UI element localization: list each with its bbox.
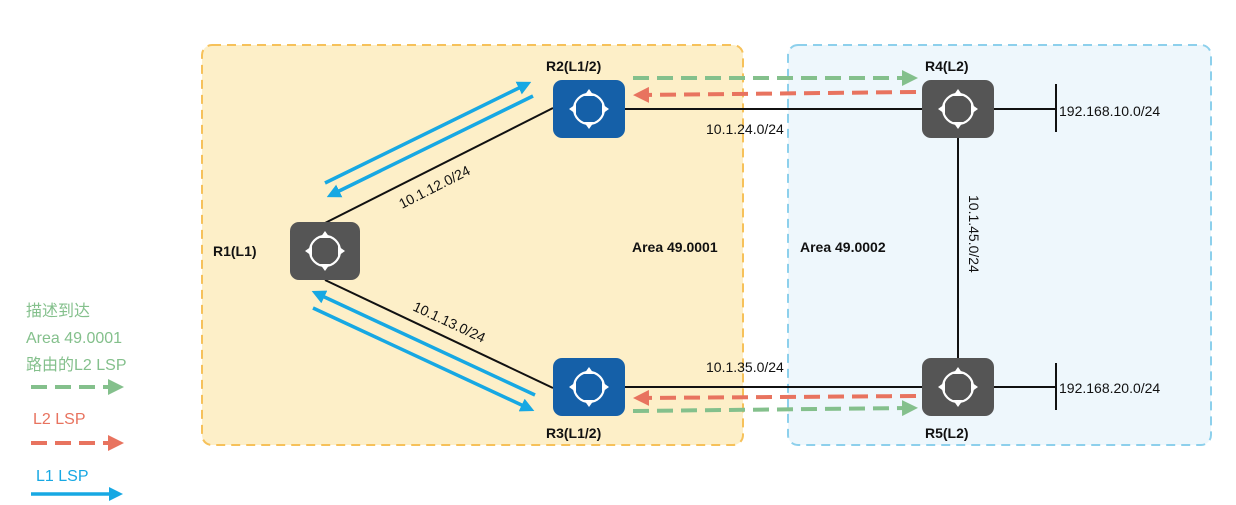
link-r3-r5-label: 10.1.35.0/24 (706, 359, 784, 375)
router-r3-label: R3(L1/2) (546, 425, 601, 441)
area1-label: Area 49.0001 (632, 239, 718, 255)
area2-label: Area 49.0002 (800, 239, 886, 255)
l1-lsp-arrow-r1-r3-b (312, 306, 535, 412)
link-r1-r3 (324, 279, 554, 389)
l2-lsp-arrow-r5-r3 (633, 389, 917, 406)
router-r5-label: R5(L2) (925, 425, 969, 441)
l1-lsp-arrow-r1-r2-b (326, 94, 534, 198)
legend-l2-label: L2 LSP (33, 411, 85, 428)
l1-lsp-arrow-r1-r2-a (324, 81, 532, 185)
router-r4[interactable] (922, 80, 994, 138)
router-r5[interactable] (922, 358, 994, 416)
legend: 描述到达 Area 49.0001 路由的L2 LSP L2 LSP L1 LS… (26, 302, 127, 501)
router-r2[interactable] (553, 80, 625, 138)
link-r1-r2 (324, 107, 554, 224)
area-49-0001-region (201, 44, 744, 446)
router-r2-label: R2(L1/2) (546, 58, 601, 74)
l2-lsp-arrow-r4-r2 (633, 86, 917, 103)
network-1-label: 192.168.10.0/24 (1059, 103, 1160, 119)
link-r4-r5-label: 10.1.45.0/24 (966, 195, 982, 273)
link-r2-r4-label: 10.1.24.0/24 (706, 121, 784, 137)
legend-desc-line3: 路由的L2 LSP (26, 356, 127, 374)
legend-desc-line2: Area 49.0001 (26, 330, 122, 347)
router-r3[interactable] (553, 358, 625, 416)
l1-lsp-arrow-r1-r3-a (311, 290, 536, 397)
legend-desc-line1: 描述到达 (26, 302, 90, 320)
l2-desc-lsp-arrow-r3-r5 (632, 400, 918, 417)
legend-l1-label: L1 LSP (36, 468, 88, 485)
area-49-0002-region (787, 44, 1212, 446)
router-r1[interactable] (290, 222, 360, 280)
router-r4-label: R4(L2) (925, 58, 969, 74)
network-2-label: 192.168.20.0/24 (1059, 380, 1160, 396)
router-r1-label: R1(L1) (213, 243, 257, 259)
